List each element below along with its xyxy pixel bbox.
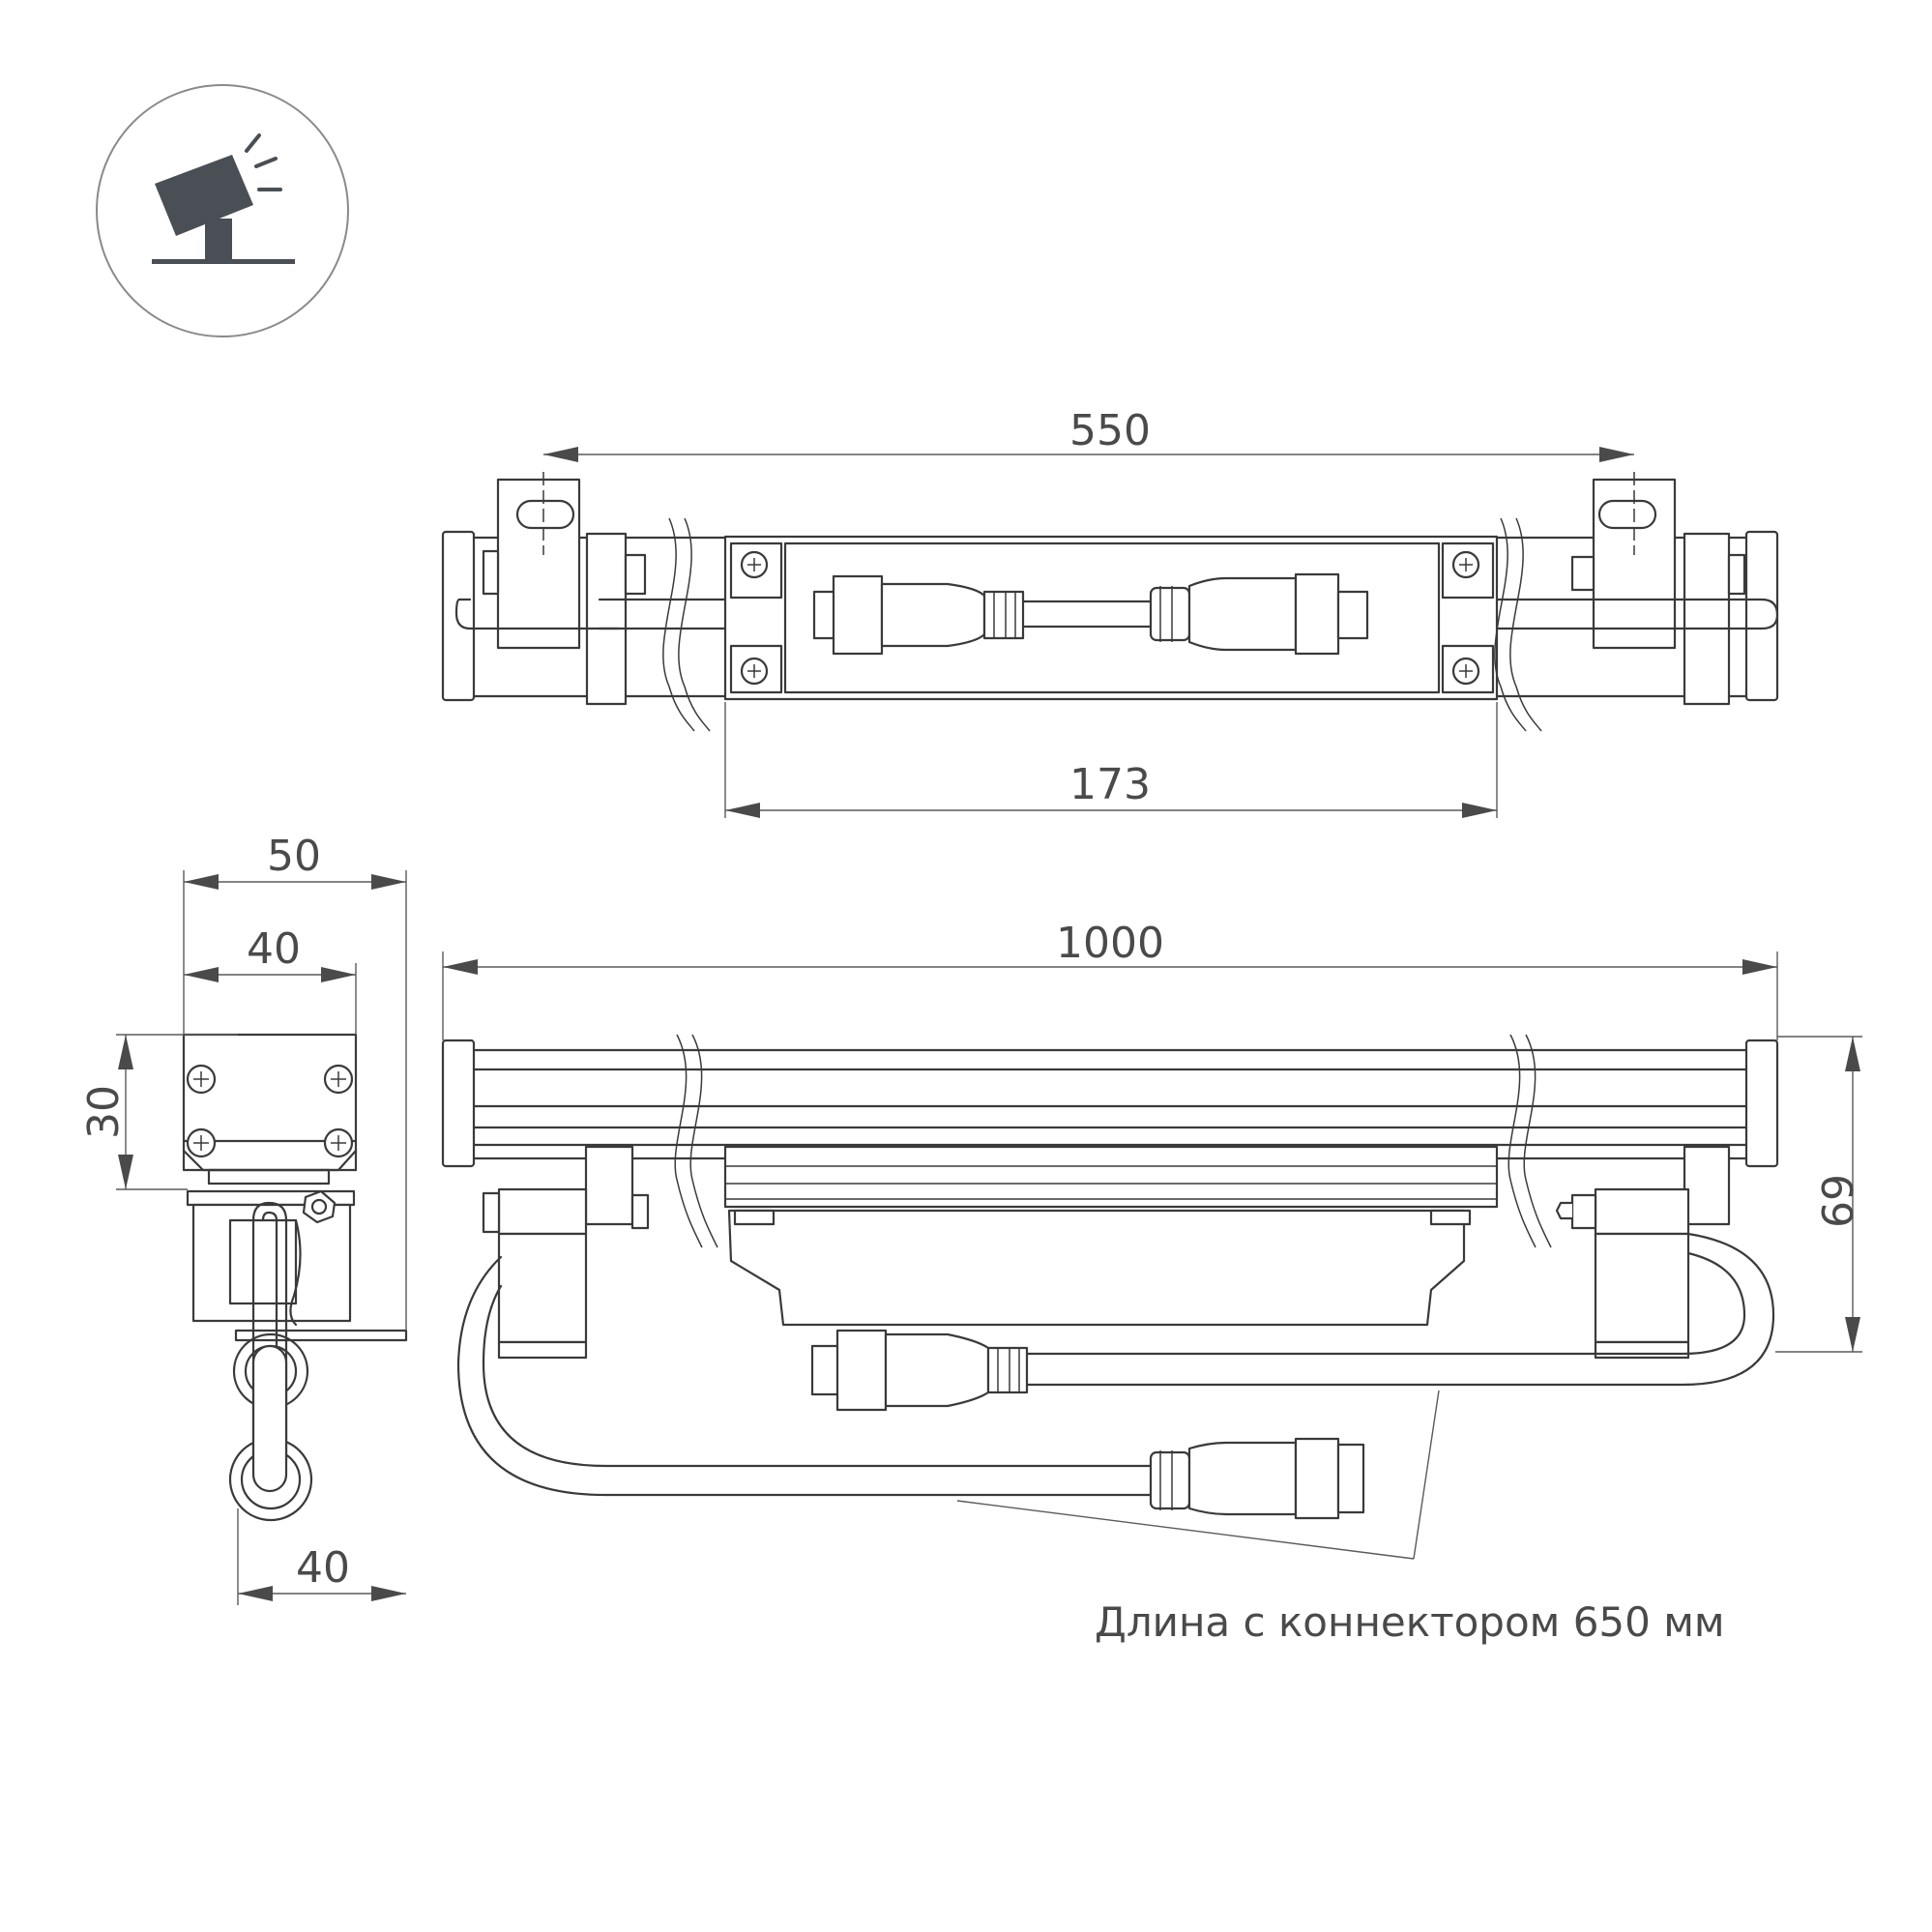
dim-text-30: 30 bbox=[79, 1085, 129, 1139]
dim-text-173: 173 bbox=[1069, 760, 1151, 809]
dimension-1000: 1000 bbox=[442, 919, 1778, 1040]
cable-length-note: Длина с коннектором 650 мм bbox=[1095, 1598, 1725, 1646]
dimension-40-top: 40 bbox=[184, 924, 357, 1035]
screw-icon bbox=[186, 1064, 354, 1158]
front-view bbox=[441, 1034, 1779, 1560]
dim-text-50: 50 bbox=[267, 832, 321, 881]
dimension-50: 50 bbox=[183, 832, 407, 1331]
dim-text-40-bottom: 40 bbox=[296, 1543, 350, 1593]
wall-mount-spotlight-icon bbox=[96, 84, 349, 337]
dimension-69: 69 bbox=[1775, 1036, 1862, 1353]
side-view bbox=[182, 1033, 408, 1522]
top-view bbox=[441, 472, 1779, 732]
dimension-550: 550 bbox=[543, 406, 1634, 462]
dim-text-69: 69 bbox=[1811, 1174, 1860, 1228]
dim-text-40-top: 40 bbox=[247, 924, 301, 974]
dimension-173: 173 bbox=[724, 702, 1498, 818]
dim-text-1000: 1000 bbox=[1056, 919, 1164, 968]
dimension-30: 30 bbox=[79, 1034, 238, 1190]
dim-text-550: 550 bbox=[1069, 406, 1151, 455]
screw-icon bbox=[729, 542, 1495, 694]
dimension-40-bottom: 40 bbox=[237, 1508, 406, 1605]
